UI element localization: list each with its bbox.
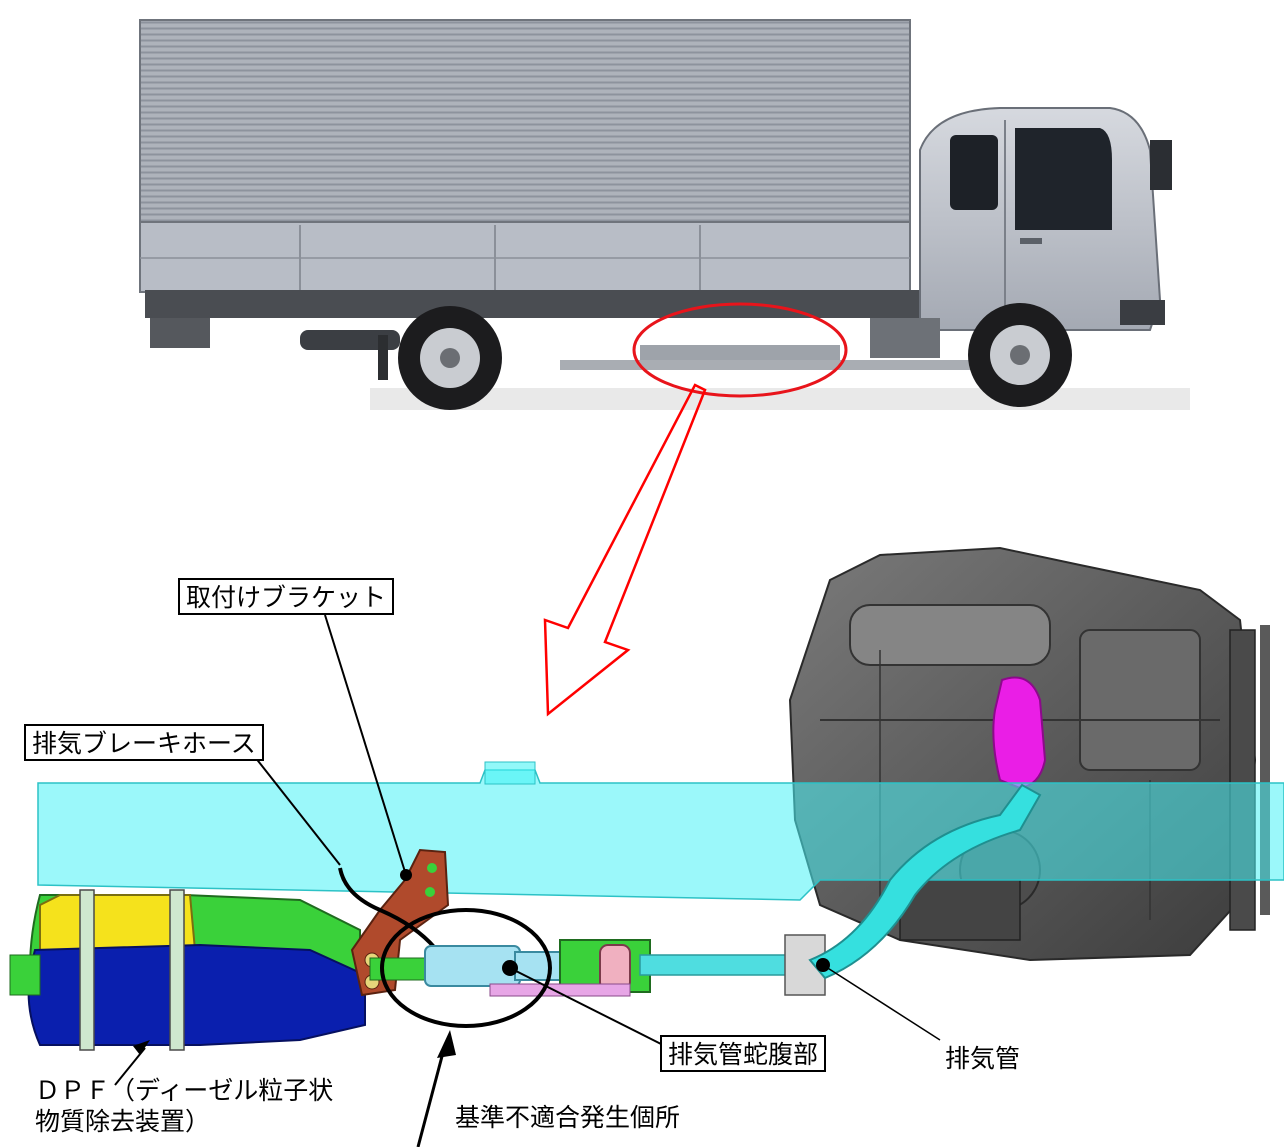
label-defect-location: 基準不適合発生個所: [455, 1103, 681, 1132]
dpf-unit: [9, 889, 366, 1051]
label-exhaust-brake-hose: 排気ブレーキホース: [24, 724, 264, 761]
label-dpf-line2: 物質除去装置）: [35, 1107, 211, 1136]
exhaust-pipe-assembly: [369, 783, 1042, 997]
leader-brake-hose: [254, 756, 341, 866]
label-exhaust-bellows: 排気管蛇腹部: [660, 1035, 827, 1072]
exhaust-brake-hose: [338, 867, 437, 950]
leader-defect: [416, 1044, 447, 1147]
truck-chassis: [145, 290, 1045, 318]
cab-rear-window: [950, 135, 998, 210]
label-exhaust-pipe: 排気管: [945, 1044, 1021, 1073]
defect-ellipse: [380, 908, 552, 1028]
highlight-ellipse: [632, 302, 848, 398]
label-mounting-bracket: 取付けブラケット: [178, 578, 395, 615]
engine-icon: [788, 546, 1270, 962]
ground-shadow: [370, 388, 1190, 410]
turbocharger: [992, 676, 1047, 790]
leader-bracket: [324, 614, 407, 876]
rear-wheel: [398, 306, 502, 410]
cargo-lower-panel: [139, 221, 911, 293]
leader-exhaust-pipe: [822, 964, 941, 1041]
chassis-frame: [37, 769, 1284, 901]
truck-icon: [139, 19, 1190, 410]
exhaust-pipe: [808, 783, 1042, 980]
down-arrow-icon: [543, 383, 707, 717]
leader-bellows: [509, 967, 664, 1046]
front-wheel: [968, 303, 1072, 407]
cab-door-window: [1015, 128, 1112, 230]
label-dpf-line1: ＤＰＦ（ディーゼル粒子状: [35, 1076, 334, 1105]
cargo-box: [139, 19, 911, 231]
